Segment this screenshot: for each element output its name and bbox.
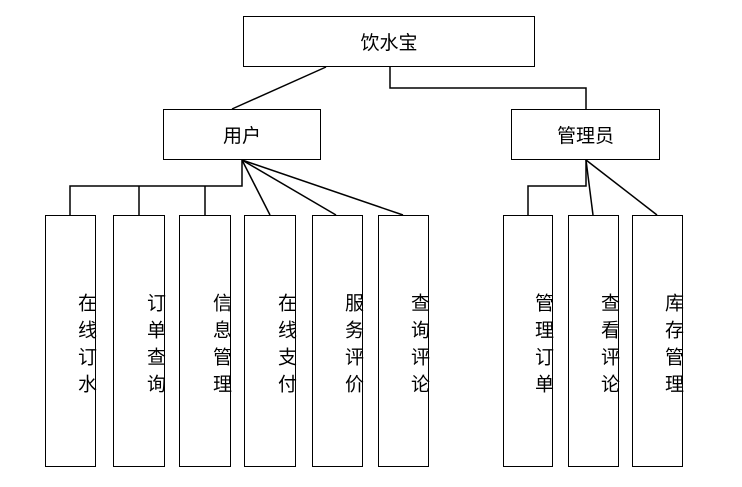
node-user: 用户 <box>163 109 321 160</box>
node-user-child-3: 信息管理 <box>179 215 232 467</box>
node-user-child-1: 在线订水 <box>45 215 97 467</box>
node-user-child-6: 查询评论 <box>378 215 430 467</box>
node-user-child-2: 订单查询 <box>113 215 166 467</box>
root-node: 饮水宝 <box>243 16 535 67</box>
node-admin-child-3: 库存管理 <box>632 215 684 467</box>
node-admin-child-1: 管理订单 <box>503 215 554 467</box>
root-node-label: 饮水宝 <box>360 32 418 54</box>
node-admin: 管理员 <box>511 109 660 160</box>
node-admin-child-2: 查看评论 <box>568 215 620 467</box>
node-admin-label: 管理员 <box>556 125 614 147</box>
node-user-child-5: 服务评价 <box>312 215 364 467</box>
node-user-label: 用户 <box>222 125 261 147</box>
node-user-child-4: 在线支付 <box>244 215 297 467</box>
